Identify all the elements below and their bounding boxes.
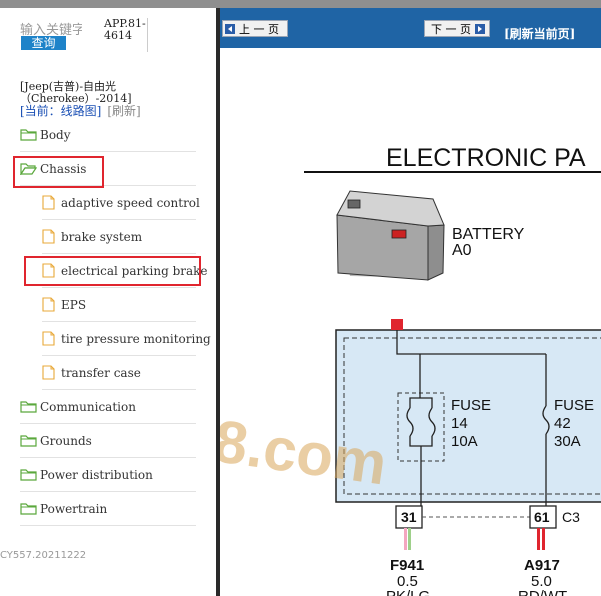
- tree-item-transfer-case[interactable]: transfer case: [42, 356, 196, 390]
- folder-icon: [20, 469, 37, 481]
- tree-label: electrical parking brake: [61, 263, 208, 278]
- tree-label: adaptive speed control: [61, 195, 200, 210]
- parking-brake-highlight-box: [24, 256, 201, 286]
- tree-label: EPS: [61, 297, 87, 312]
- folder-open-icon: [20, 163, 37, 175]
- fuse-42-symbol: [542, 354, 550, 518]
- arrow-right-icon: [475, 23, 485, 34]
- chassis-highlight-box: [13, 156, 104, 188]
- tree-label: Powertrain: [40, 501, 108, 516]
- next-page-label: 下 一 页: [431, 22, 471, 36]
- battery-connector: [391, 319, 403, 330]
- document-icon: [42, 297, 55, 312]
- wire-2-code: A917: [524, 557, 560, 574]
- tree-item-brake-system[interactable]: brake system: [42, 220, 196, 254]
- prev-page-button[interactable]: 上 一 页: [222, 20, 288, 37]
- wire-2-color: RD/WT: [518, 588, 567, 596]
- top-strip: [0, 0, 601, 8]
- search-button[interactable]: 查询: [21, 36, 66, 50]
- document-icon: [42, 365, 55, 380]
- diagram-title: ELECTRONIC PA: [386, 144, 586, 172]
- vehicle-title: [Jeep(吉普)-自由光（Cherokee）-2014]: [20, 80, 132, 105]
- tree-item-body[interactable]: Body: [20, 118, 196, 152]
- fuse-14-label: FUSE: [451, 397, 491, 414]
- footer-code: CY557.20211222: [0, 550, 87, 561]
- document-icon: [42, 195, 55, 210]
- next-page-button[interactable]: 下 一 页: [424, 20, 490, 37]
- document-icon: [42, 229, 55, 244]
- refresh-tree-link[interactable]: [刷新]: [107, 104, 141, 118]
- document-icon: [42, 331, 55, 346]
- tree-item-adaptive-speed-control[interactable]: adaptive speed control: [42, 186, 200, 220]
- current-location: [当前：线路图] [刷新]: [20, 104, 141, 118]
- battery-label: BATTERY: [452, 226, 525, 243]
- fuse-42-number: 42: [554, 415, 571, 432]
- left-pane: 查询 APP.81-4614 [Jeep(吉普)-自由光（Cherokee）-2…: [0, 8, 216, 596]
- wire-1-color: PK/LG: [386, 588, 430, 596]
- wire-light-green: [408, 528, 411, 550]
- connector-label: C3: [562, 509, 580, 525]
- tree-label: Power distribution: [40, 467, 153, 482]
- folder-icon: [20, 401, 37, 413]
- document-icon: [42, 263, 55, 278]
- page-nav-bar: 上 一 页 下 一 页 [刷新当前页]: [220, 8, 601, 48]
- fuse-14-symbol: [397, 354, 445, 518]
- battery-icon: [336, 190, 445, 281]
- current-view-label[interactable]: [当前：线路图]: [20, 104, 102, 118]
- pin-61-label: 61: [534, 509, 550, 525]
- search-input[interactable]: [20, 20, 82, 40]
- wire-2-gauge: 5.0: [531, 573, 552, 590]
- tree-label: transfer case: [61, 365, 141, 380]
- folder-icon: [20, 435, 37, 447]
- tree-item-tire-pressure-monitoring[interactable]: tire pressure monitoring: [42, 322, 211, 356]
- wire-red-2: [542, 528, 545, 550]
- tree-label: brake system: [61, 229, 143, 244]
- pane-divider[interactable]: [216, 8, 220, 596]
- folder-icon: [20, 503, 37, 515]
- right-pane: 上 一 页 下 一 页 [刷新当前页] ELECTRONIC PA BATTER…: [220, 8, 601, 596]
- arrow-left-icon: [225, 23, 235, 34]
- fuse-42-amps: 30A: [554, 433, 581, 450]
- wiring-diagram: ELECTRONIC PA BATTERY A0 FUSE 14 1: [220, 144, 601, 596]
- wire-1-code: F941: [390, 557, 424, 574]
- tree-item-chassis[interactable]: Chassis: [20, 152, 196, 186]
- refresh-page-link[interactable]: [刷新当前页]: [504, 27, 576, 41]
- pin-31-label: 31: [401, 509, 417, 525]
- fuse-14-amps: 10A: [451, 433, 478, 450]
- battery-id: A0: [452, 242, 472, 259]
- tree-label: Body: [40, 127, 71, 142]
- wire-pink: [404, 528, 407, 550]
- tree-label: Communication: [40, 399, 136, 414]
- tree-label: Chassis: [40, 161, 87, 176]
- tree-label: Grounds: [40, 433, 92, 448]
- fuse-module-box: [335, 329, 601, 503]
- tree-item-power-distribution[interactable]: Power distribution: [20, 458, 196, 492]
- tree-item-powertrain[interactable]: Powertrain: [20, 492, 196, 526]
- app-code: APP.81-4614: [104, 18, 148, 52]
- tree-label: tire pressure monitoring: [61, 331, 211, 346]
- prev-page-label: 上 一 页: [239, 22, 279, 36]
- fuse-14-number: 14: [451, 415, 468, 432]
- tree-item-eps[interactable]: EPS: [42, 288, 196, 322]
- module-inner-outline: [343, 337, 601, 495]
- fuse-42-label: FUSE: [554, 397, 594, 414]
- folder-icon: [20, 129, 37, 141]
- tree-item-grounds[interactable]: Grounds: [20, 424, 196, 458]
- tree-item-electrical-parking-brake[interactable]: electrical parking brake: [42, 254, 208, 288]
- power-bus: [396, 330, 546, 355]
- tree-item-communication[interactable]: Communication: [20, 390, 196, 424]
- wire-red: [537, 528, 540, 550]
- wire-1-gauge: 0.5: [397, 573, 418, 590]
